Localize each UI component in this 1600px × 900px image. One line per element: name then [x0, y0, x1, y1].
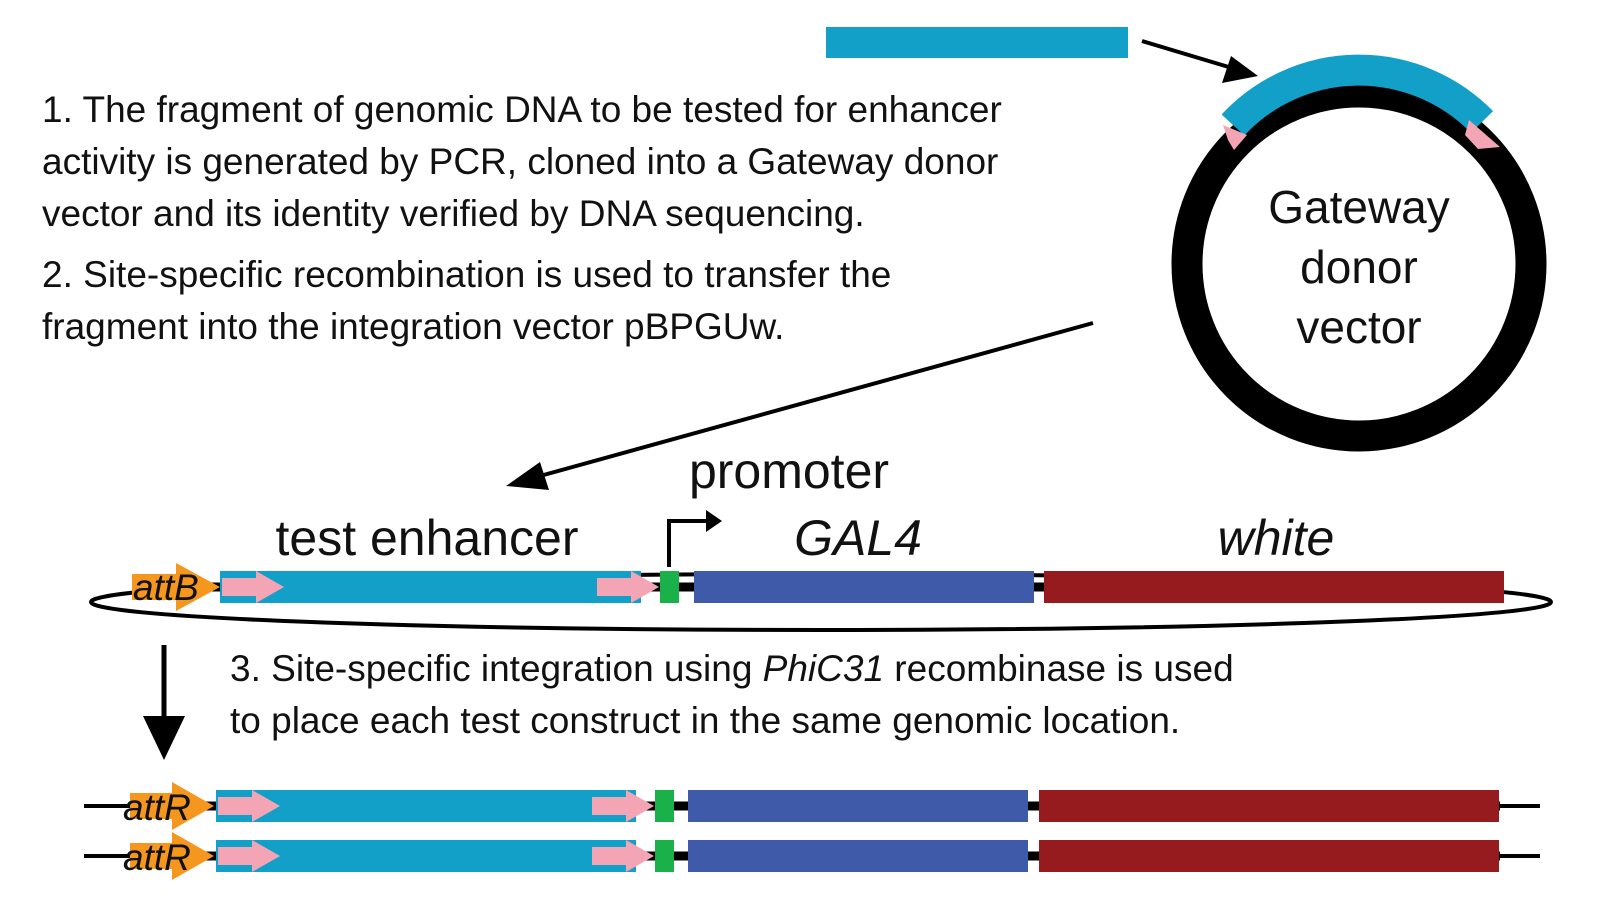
donor-vector-label-3: vector — [1296, 301, 1421, 353]
arrow-to-construct-head — [506, 462, 549, 490]
white-label: white — [1218, 510, 1335, 566]
step1-line: vector and its identity verified by DNA … — [42, 193, 865, 234]
step1-line: 1. The fragment of genomic DNA to be tes… — [42, 89, 1002, 130]
arrow-to-donor — [1141, 39, 1233, 70]
step3-line1: 3. Site-specific integration using PhiC3… — [230, 643, 1234, 695]
step3-text: 3. Site-specific integration using PhiC3… — [230, 643, 1234, 747]
attR-label-top: attR — [123, 787, 191, 828]
test-enhancer-label: test enhancer — [276, 510, 579, 566]
att-arrow-right — [592, 790, 654, 822]
promoter-block — [655, 840, 674, 872]
step1-line: activity is generated by PCR, cloned int… — [42, 141, 999, 182]
step2-line: fragment into the integration vector pBP… — [42, 306, 785, 347]
integrated-construct-top: attR — [84, 782, 1540, 830]
attR-site — [130, 782, 214, 830]
attB-site — [132, 563, 220, 611]
white-block — [1039, 790, 1499, 822]
integrated-construct-bottom: attR — [84, 832, 1540, 880]
step1-text: 1. The fragment of genomic DNA to be tes… — [42, 84, 1002, 240]
donor-vector-label-1: Gateway — [1268, 181, 1450, 233]
promoter-block — [660, 571, 679, 603]
donor-vector-ring — [1171, 76, 1547, 452]
donor-vector-label-2: donor — [1300, 241, 1418, 293]
attR-label-bottom: attR — [123, 837, 191, 878]
attB-label: attB — [133, 567, 199, 608]
enhancer-fragment — [220, 571, 641, 603]
step3-line1-pre: 3. Site-specific integration using — [230, 648, 763, 689]
att-arrow-left — [222, 571, 284, 603]
step2-text: 2. Site-specific recombination is used t… — [42, 249, 891, 353]
attR-site — [130, 832, 214, 880]
arrow-integration-head — [143, 716, 185, 760]
enhancer-fragment — [216, 840, 636, 872]
step3-line1-post: recombinase is used — [884, 648, 1234, 689]
step3-italic-phic31: PhiC31 — [762, 648, 885, 689]
arrow-to-construct — [539, 321, 1094, 478]
donor-vector-insert — [1221, 54, 1494, 136]
att-arrow-left — [218, 840, 280, 872]
att-arrow-right — [597, 571, 659, 603]
arrow-to-donor-head — [1222, 56, 1258, 83]
enhancer-fragment — [216, 790, 636, 822]
white-block — [1039, 840, 1499, 872]
att-arrow-left — [218, 790, 280, 822]
gal4-label: GAL4 — [794, 510, 922, 566]
donor-att-arrow-left — [1223, 125, 1247, 150]
gal4-block — [688, 840, 1028, 872]
gal4-block — [694, 571, 1034, 603]
promoter-block — [655, 790, 674, 822]
promoter-label: promoter — [689, 443, 889, 499]
promoter-tss-arrow — [667, 519, 712, 567]
white-block — [1044, 571, 1504, 603]
donor-att-arrow-right — [1465, 120, 1500, 149]
step3-line2: to place each test construct in the same… — [230, 700, 1181, 741]
promoter-tss-arrow-head — [706, 510, 722, 532]
gal4-block — [688, 790, 1028, 822]
step2-line: 2. Site-specific recombination is used t… — [42, 254, 892, 295]
pcr-fragment — [826, 27, 1128, 58]
att-arrow-right — [592, 840, 654, 872]
integration-vector-construct: attB — [132, 563, 1504, 611]
